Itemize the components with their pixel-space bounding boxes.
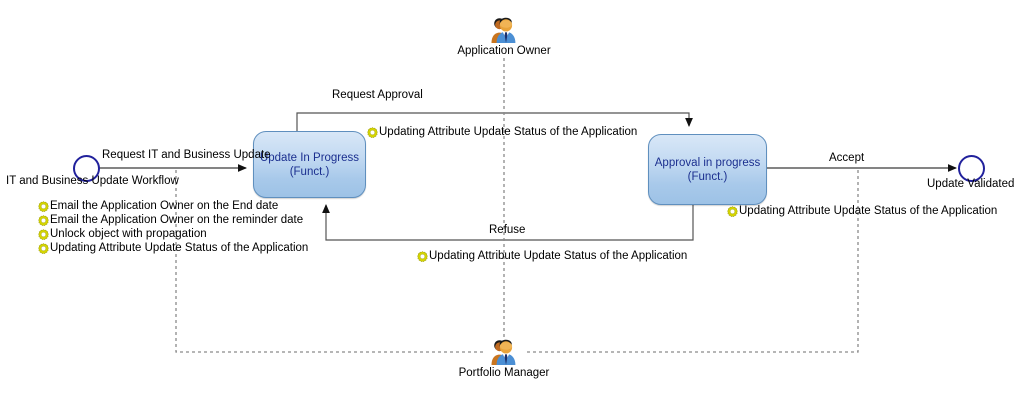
action-row-request-approval: Updating Attribute Update Status of the … <box>367 126 637 139</box>
action-row: Email the Application Owner on the remin… <box>38 214 303 227</box>
activity-update-in-progress-title: Update In Progress <box>259 151 360 164</box>
action-row-refuse: Updating Attribute Update Status of the … <box>417 250 687 263</box>
users-group-icon <box>487 14 521 44</box>
action-label: Updating Attribute Update Status of the … <box>429 250 688 262</box>
flow-label-request-it-and-business-update: Request IT and Business Update <box>102 149 271 161</box>
gear-icon <box>38 229 49 240</box>
action-label: Email the Application Owner on the remin… <box>50 214 304 226</box>
gear-icon <box>38 215 49 226</box>
flow-label-accept: Accept <box>829 152 865 164</box>
role-application-owner[interactable]: Application Owner <box>444 14 564 57</box>
action-label: Unlock object with propagation <box>50 228 207 240</box>
role-label: Application Owner <box>457 45 551 57</box>
gear-icon <box>417 251 428 262</box>
activity-update-in-progress[interactable]: Update In Progress (Funct.) <box>253 131 366 198</box>
action-row: Updating Attribute Update Status of the … <box>38 242 308 255</box>
action-label: Email the Application Owner on the End d… <box>50 200 279 212</box>
start-event[interactable] <box>73 155 100 182</box>
action-label: Updating Attribute Update Status of the … <box>50 242 309 254</box>
action-label: Updating Attribute Update Status of the … <box>739 205 998 217</box>
flow-label-request-approval: Request Approval <box>332 89 423 101</box>
gear-icon <box>727 206 738 217</box>
activity-approval-in-progress-title: Approval in progress <box>654 156 761 169</box>
action-label: Updating Attribute Update Status of the … <box>379 126 638 138</box>
start-event-label: IT and Business Update Workflow <box>6 175 179 187</box>
users-group-icon <box>487 336 521 366</box>
action-row-accept: Updating Attribute Update Status of the … <box>727 205 997 218</box>
action-row: Unlock object with propagation <box>38 228 207 241</box>
activity-approval-in-progress[interactable]: Approval in progress (Funct.) <box>648 134 767 205</box>
role-label: Portfolio Manager <box>458 367 550 379</box>
flow-label-refuse: Refuse <box>489 224 526 236</box>
gear-icon <box>38 201 49 212</box>
action-row: Email the Application Owner on the End d… <box>38 200 278 213</box>
activity-approval-in-progress-subtitle: (Funct.) <box>687 170 728 183</box>
activity-update-in-progress-subtitle: (Funct.) <box>289 165 330 178</box>
gear-icon <box>367 127 378 138</box>
role-portfolio-manager[interactable]: Portfolio Manager <box>444 336 564 379</box>
end-event-label: Update Validated <box>927 178 1015 190</box>
gear-icon <box>38 243 49 254</box>
end-event[interactable] <box>958 155 985 182</box>
